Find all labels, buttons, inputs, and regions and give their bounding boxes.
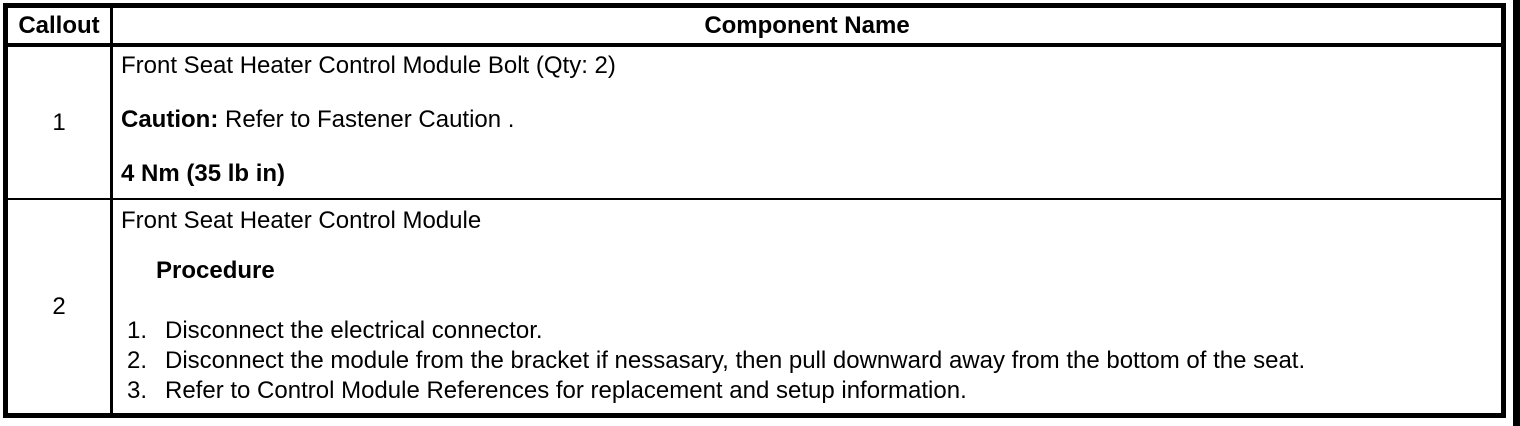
component-title: Front Seat Heater Control Module: [121, 207, 482, 234]
callout-cell: 2: [8, 200, 113, 413]
component-cell: Front Seat Heater Control Module Bolt (Q…: [113, 47, 1501, 198]
component-cell: Front Seat Heater Control Module Procedu…: [113, 200, 1501, 413]
callout-number: 2: [52, 292, 66, 320]
step-text: Disconnect the module from the bracket i…: [165, 347, 1306, 374]
torque-spec: 4 Nm (35 lb in): [121, 160, 286, 187]
table-row: 1 Front Seat Heater Control Module Bolt …: [8, 47, 1501, 200]
procedure-step: 2. Disconnect the module from the bracke…: [121, 346, 1489, 376]
callout-header-label: Callout: [18, 11, 100, 39]
callout-cell: 1: [8, 47, 113, 198]
table-row: 2 Front Seat Heater Control Module Proce…: [8, 200, 1501, 413]
caution-note: Caution: Refer to Fastener Caution .: [121, 107, 1489, 133]
caution-label: Caution:: [121, 106, 219, 133]
procedure-step: 3. Refer to Control Module References fo…: [121, 376, 1489, 406]
step-text: Disconnect the electrical connector.: [165, 317, 543, 344]
procedure-step: 1. Disconnect the electrical connector.: [121, 316, 1489, 346]
component-title: Front Seat Heater Control Module Bolt (Q…: [121, 52, 616, 79]
header-cell-component-name: Component Name: [113, 8, 1501, 43]
header-cell-callout: Callout: [8, 8, 113, 43]
procedure-steps: 1. Disconnect the electrical connector. …: [121, 316, 1489, 406]
step-text: Refer to Control Module References for r…: [165, 377, 967, 404]
step-number: 3.: [127, 377, 148, 404]
step-number: 2.: [127, 347, 148, 374]
component-callout-table: Callout Component Name 1 Front Seat Heat…: [3, 3, 1506, 418]
callout-number: 1: [52, 108, 66, 136]
procedure-heading: Procedure: [156, 257, 275, 284]
table-header-row: Callout Component Name: [8, 8, 1501, 47]
step-number: 1.: [127, 317, 148, 344]
page-frame-edge: [1513, 0, 1520, 426]
component-name-header-label: Component Name: [704, 11, 910, 39]
caution-text: Refer to Fastener Caution .: [218, 106, 515, 133]
